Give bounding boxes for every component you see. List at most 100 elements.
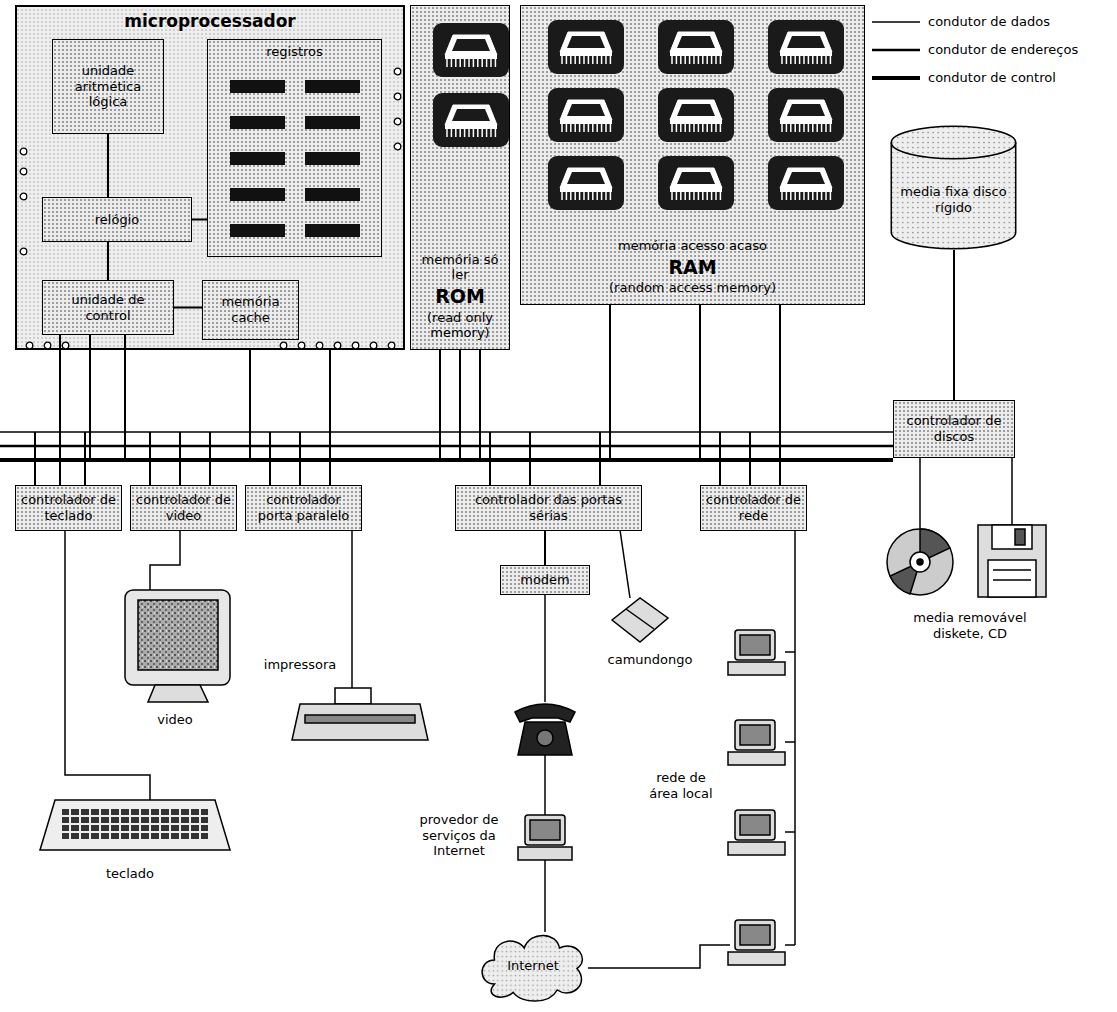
pin-dot <box>393 117 402 126</box>
chip-icon <box>766 154 846 212</box>
chip-icon <box>656 86 736 144</box>
legend-line <box>872 45 920 55</box>
device-label: video <box>130 712 220 728</box>
microprocessor-box: microprocessador unidade aritmética lógic… <box>15 5 405 350</box>
register-bar <box>230 116 285 129</box>
cd-icon <box>887 529 953 595</box>
connector-line <box>953 250 955 400</box>
media-label: media removável diskete, CD <box>890 610 1050 641</box>
chip-icon <box>766 18 846 76</box>
chip-icon <box>656 18 736 76</box>
pin-dot <box>19 192 28 201</box>
phone-icon <box>515 704 575 755</box>
pin-dot <box>61 341 70 350</box>
box-text: (random access memory) <box>609 280 776 296</box>
pin-dot <box>19 247 28 256</box>
printer-icon <box>292 688 428 740</box>
box-text: registros <box>266 44 323 60</box>
register-bar <box>230 152 285 165</box>
pin-dot <box>315 341 324 350</box>
connector-line <box>107 242 109 280</box>
register-bar <box>305 188 360 201</box>
connector-line <box>544 531 546 565</box>
network-label: rede de área local <box>640 770 722 801</box>
pin-dot <box>43 341 52 350</box>
chip-icon <box>766 86 846 144</box>
legend-row: condutor de endereços <box>872 42 1078 58</box>
box-text: ROM <box>435 285 485 308</box>
box-text: controlador de rede <box>706 492 801 523</box>
chip-icon <box>546 86 626 144</box>
register-bar <box>305 116 360 129</box>
box-text: relógio <box>95 212 139 228</box>
box-text: modem <box>520 572 570 588</box>
computer-icon <box>518 630 785 965</box>
legend-text: condutor de dados <box>928 14 1050 30</box>
clock-box: relógio <box>42 197 192 242</box>
chip-icon <box>546 18 626 76</box>
controller-box: controlador de video <box>130 485 237 531</box>
chip-icon <box>546 154 626 212</box>
pin-dot <box>393 142 402 151</box>
heading-text: microprocessador <box>17 11 403 31</box>
device-label: teclado <box>80 866 180 882</box>
box-text: memória só ler <box>416 252 504 283</box>
pin-dot <box>393 67 402 76</box>
box-text: memória cache <box>208 294 293 325</box>
register-bar <box>305 80 360 93</box>
register-bar <box>305 224 360 237</box>
pin-dot <box>393 92 402 101</box>
alu-box: unidade aritmética lógica <box>52 39 164 134</box>
box-text: unidade de control <box>48 292 168 323</box>
box-text: media fixa disco rígido <box>895 184 1012 215</box>
keyboard-icon <box>40 800 230 850</box>
pin-dot <box>369 341 378 350</box>
bus-lines <box>0 432 893 460</box>
pin-dot <box>333 341 342 350</box>
pin-dot <box>25 341 34 350</box>
device-label: camundongo <box>600 652 700 668</box>
box-text: memória acesso acaso <box>618 238 767 254</box>
cache-box: memória cache <box>202 280 299 340</box>
box-text: controlador de discos <box>899 413 1009 444</box>
registers-box: registros <box>207 39 382 257</box>
legend-line <box>872 73 920 83</box>
box-text: controlador de teclado <box>21 492 116 523</box>
processor-fill <box>15 5 405 350</box>
chip-icon <box>656 154 736 212</box>
legend-row: condutor de control <box>872 70 1056 86</box>
controller-box: controlador das portas sérias <box>455 485 642 531</box>
pin-dot <box>279 341 288 350</box>
monitor-icon <box>125 590 230 702</box>
pin-dot <box>19 167 28 176</box>
controller-box: controlador de teclado <box>15 485 122 531</box>
box-text: Internet <box>507 958 559 974</box>
connector-line <box>174 307 202 309</box>
pin-dot <box>297 341 306 350</box>
box-text: RAM <box>668 256 716 279</box>
box-text: controlador das portas sérias <box>461 492 636 523</box>
legend-text: condutor de endereços <box>928 42 1078 58</box>
ram-box: memória acesso acasoRAM(random access me… <box>520 5 865 305</box>
connector-line <box>107 134 109 197</box>
modem-box: modem <box>500 565 590 595</box>
floppy-icon <box>978 525 1046 597</box>
register-bar <box>230 188 285 201</box>
controller-box: controlador porta paralelo <box>245 485 362 531</box>
device-label: provedor de serviços da Internet <box>405 812 513 859</box>
box-text: (read only memory) <box>416 310 504 341</box>
legend-text: condutor de control <box>928 70 1056 86</box>
device-wires <box>65 458 1012 968</box>
box-text: controlador porta paralelo <box>251 492 356 523</box>
chip-icon <box>431 21 511 79</box>
controller-box: controlador de discos <box>893 400 1015 458</box>
box-text: unidade aritmética lógica <box>58 63 158 110</box>
chip-icon <box>431 91 511 149</box>
internet-cloud: Internet <box>478 930 588 1002</box>
box-text: controlador de video <box>136 492 231 523</box>
register-bar <box>230 224 285 237</box>
register-bar <box>305 152 360 165</box>
pin-dot <box>19 147 28 156</box>
control-unit-box: unidade de control <box>42 280 174 335</box>
legend-line <box>872 17 920 27</box>
